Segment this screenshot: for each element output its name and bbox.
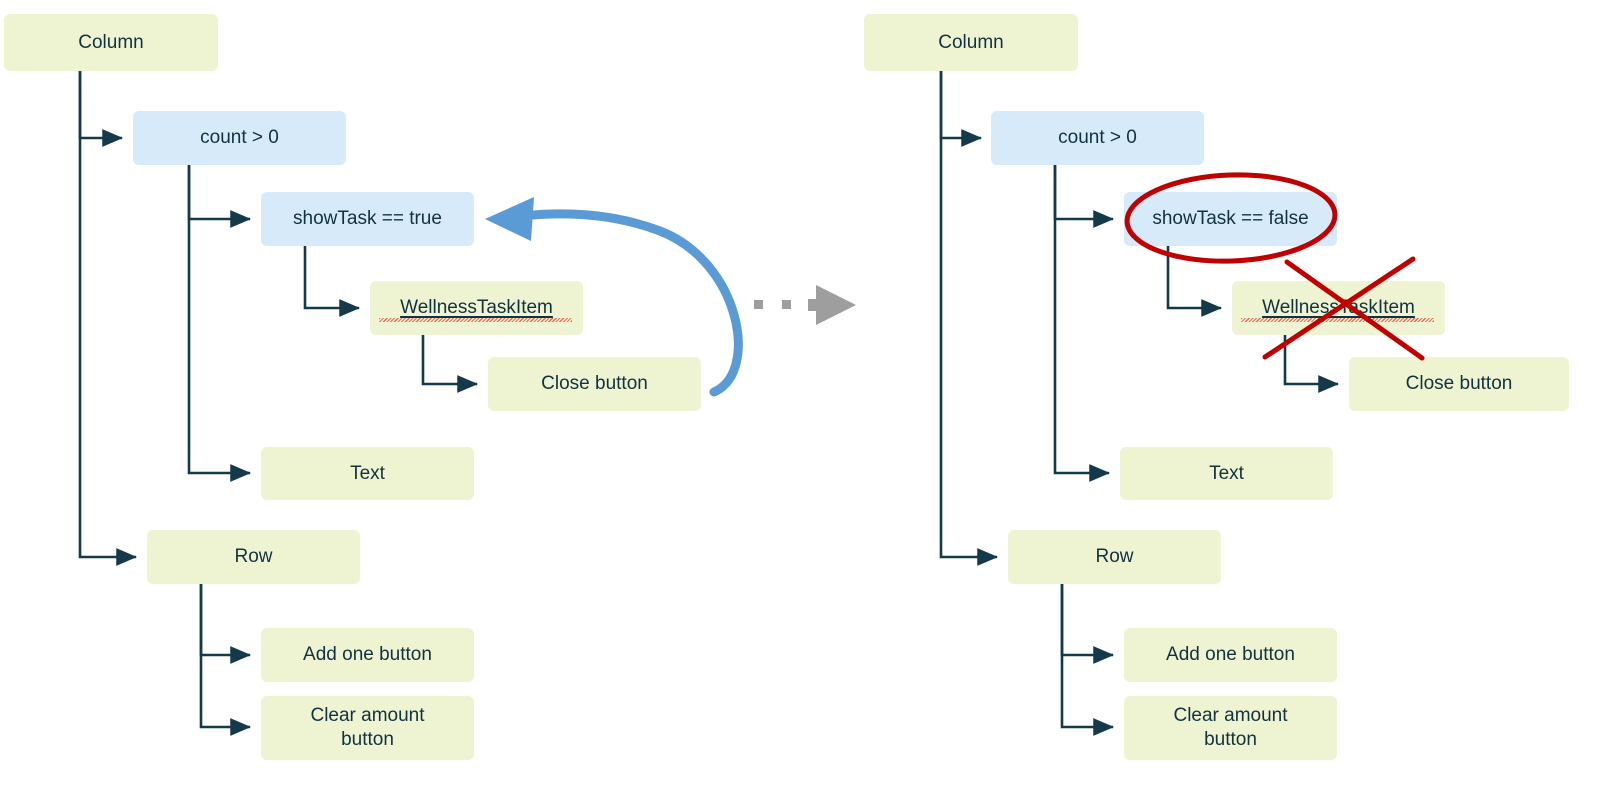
edge-showtask-to-wellness xyxy=(303,246,361,317)
transition-dot-2 xyxy=(782,300,791,309)
transition-arrowhead-icon xyxy=(816,285,856,325)
edge-row2-to-clear2 xyxy=(1060,584,1115,736)
edge-column-to-row xyxy=(78,71,138,566)
spellcheck-underline-icon xyxy=(1241,318,1434,322)
edge-wellness-to-close xyxy=(421,335,479,393)
red-ellipse-annotation xyxy=(1124,172,1338,264)
node-count-gt-0-after[interactable]: count > 0 xyxy=(991,111,1204,165)
loop-arrow-path xyxy=(517,209,743,397)
edge-wellness2-to-close2 xyxy=(1283,335,1340,393)
edge-count-to-text xyxy=(187,165,252,482)
edge-row-to-clear xyxy=(199,584,252,736)
transition-dot-1 xyxy=(754,300,763,309)
spellcheck-underline-icon xyxy=(379,318,572,322)
edge-column2-to-row2 xyxy=(939,71,999,566)
node-row-after[interactable]: Row xyxy=(1008,530,1221,584)
edge-count2-to-text2 xyxy=(1053,165,1111,482)
edge-showtask2-to-wellness2 xyxy=(1166,246,1223,317)
loop-arrowhead-icon xyxy=(485,197,534,241)
red-cross-annotation xyxy=(1262,256,1425,361)
node-text[interactable]: Text xyxy=(261,447,474,500)
